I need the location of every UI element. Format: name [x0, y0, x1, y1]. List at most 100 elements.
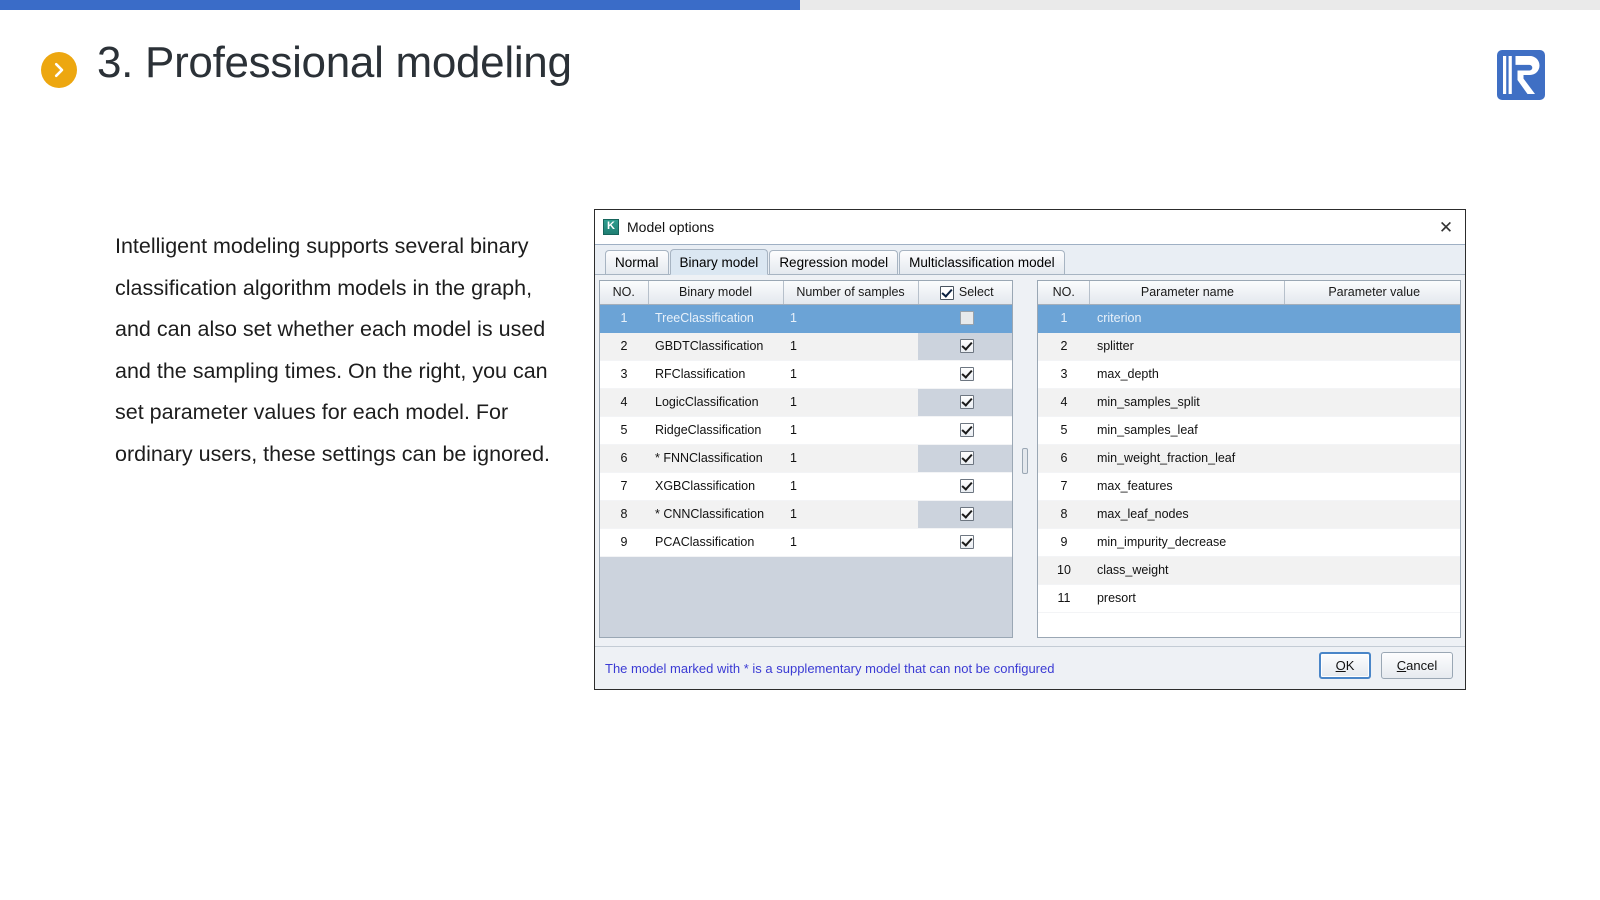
cell-parameter-value[interactable] — [1284, 444, 1460, 473]
tab-regression-model[interactable]: Regression model — [769, 250, 899, 274]
cell-number-of-samples[interactable]: 1 — [783, 444, 918, 473]
cell-select[interactable] — [918, 388, 1013, 417]
dialog-title: Model options — [627, 219, 715, 235]
checkbox-checked[interactable] — [959, 423, 974, 438]
cell-no: 10 — [1037, 556, 1090, 585]
cell-no: 5 — [600, 416, 648, 445]
cell-parameter-value[interactable] — [1284, 556, 1460, 585]
cell-number-of-samples[interactable]: 1 — [783, 472, 918, 501]
cell-select[interactable] — [918, 304, 1013, 333]
checkbox-unchecked[interactable] — [959, 311, 974, 326]
cell-select[interactable] — [918, 444, 1013, 473]
column-header-no[interactable]: NO. — [1037, 281, 1091, 305]
binary-model-table-panel: NO. Binary model Number of samples Selec… — [599, 280, 1014, 638]
cell-select[interactable] — [918, 528, 1013, 557]
cell-select[interactable] — [918, 500, 1013, 529]
dialog-panels: NO. Binary model Number of samples Selec… — [595, 275, 1465, 646]
select-all-checkbox[interactable] — [939, 285, 954, 300]
tab-binary-model[interactable]: Binary model — [669, 249, 769, 275]
cell-number-of-samples[interactable]: 1 — [783, 304, 918, 333]
column-header-parameter-value[interactable]: Parameter value — [1284, 281, 1460, 305]
ok-button-mnemonic: O — [1335, 658, 1346, 673]
cell-select[interactable] — [918, 416, 1013, 445]
cell-number-of-samples[interactable]: 1 — [783, 416, 918, 445]
checkbox-checked[interactable] — [959, 367, 974, 382]
cell-no: 9 — [1037, 528, 1090, 557]
cell-number-of-samples[interactable]: 1 — [783, 332, 918, 361]
cell-select[interactable] — [918, 360, 1013, 389]
column-header-binary-model[interactable]: Binary model — [648, 281, 784, 305]
close-icon[interactable]: ✕ — [1438, 217, 1454, 237]
cell-parameter-value[interactable] — [1284, 472, 1460, 501]
checkbox-checked[interactable] — [959, 479, 974, 494]
panel-splitter[interactable] — [1013, 280, 1037, 638]
table-header-row: NO. Binary model Number of samples Selec… — [600, 281, 1013, 305]
page-title: 3. Professional modeling — [97, 38, 572, 87]
column-header-number-of-samples[interactable]: Number of samples — [783, 281, 919, 305]
tab-normal[interactable]: Normal — [605, 250, 669, 274]
cell-no: 6 — [1037, 444, 1090, 473]
cell-no: 8 — [600, 500, 648, 529]
cell-parameter-value[interactable] — [1284, 584, 1460, 613]
cell-parameter-name: max_depth — [1089, 360, 1285, 389]
binary-model-table: NO. Binary model Number of samples Selec… — [600, 281, 1013, 557]
cancel-button-label-rest: ancel — [1406, 658, 1438, 673]
cell-select[interactable] — [918, 472, 1013, 501]
column-header-no[interactable]: NO. — [600, 281, 649, 305]
cell-no: 3 — [1037, 360, 1090, 389]
cell-parameter-value[interactable] — [1284, 304, 1460, 333]
cell-binary-model: PCAClassification — [648, 528, 783, 557]
cell-number-of-samples[interactable]: 1 — [783, 388, 918, 417]
cell-parameter-name: max_features — [1089, 472, 1285, 501]
cell-no: 2 — [600, 332, 648, 361]
checkbox-checked[interactable] — [959, 451, 974, 466]
cell-number-of-samples[interactable]: 1 — [783, 528, 918, 557]
cell-parameter-value[interactable] — [1284, 416, 1460, 445]
cell-number-of-samples[interactable]: 1 — [783, 360, 918, 389]
cell-parameter-value[interactable] — [1284, 500, 1460, 529]
splitter-grip-handle[interactable] — [1022, 448, 1029, 474]
column-header-select-label: Select — [958, 284, 994, 299]
checkbox-checked[interactable] — [959, 395, 974, 410]
cell-parameter-value[interactable] — [1284, 388, 1460, 417]
cell-parameter-value[interactable] — [1284, 332, 1460, 361]
tab-multiclassification-model[interactable]: Multiclassification model — [899, 250, 1065, 274]
cell-no: 8 — [1037, 500, 1090, 529]
cell-parameter-value[interactable] — [1284, 360, 1460, 389]
cell-number-of-samples[interactable]: 1 — [783, 500, 918, 529]
cell-parameter-value[interactable] — [1284, 528, 1460, 557]
model-options-dialog: K Model options ✕ Normal Binary model Re… — [594, 209, 1466, 690]
checkbox-checked[interactable] — [959, 535, 974, 550]
column-header-select[interactable]: Select — [918, 281, 1013, 305]
checkbox-checked[interactable] — [959, 339, 974, 354]
column-header-parameter-name[interactable]: Parameter name — [1089, 281, 1286, 305]
brand-r-logo — [1496, 49, 1546, 101]
cell-select[interactable] — [918, 332, 1013, 361]
cell-binary-model: * FNNClassification — [648, 444, 783, 473]
checkbox-checked[interactable] — [959, 507, 974, 522]
